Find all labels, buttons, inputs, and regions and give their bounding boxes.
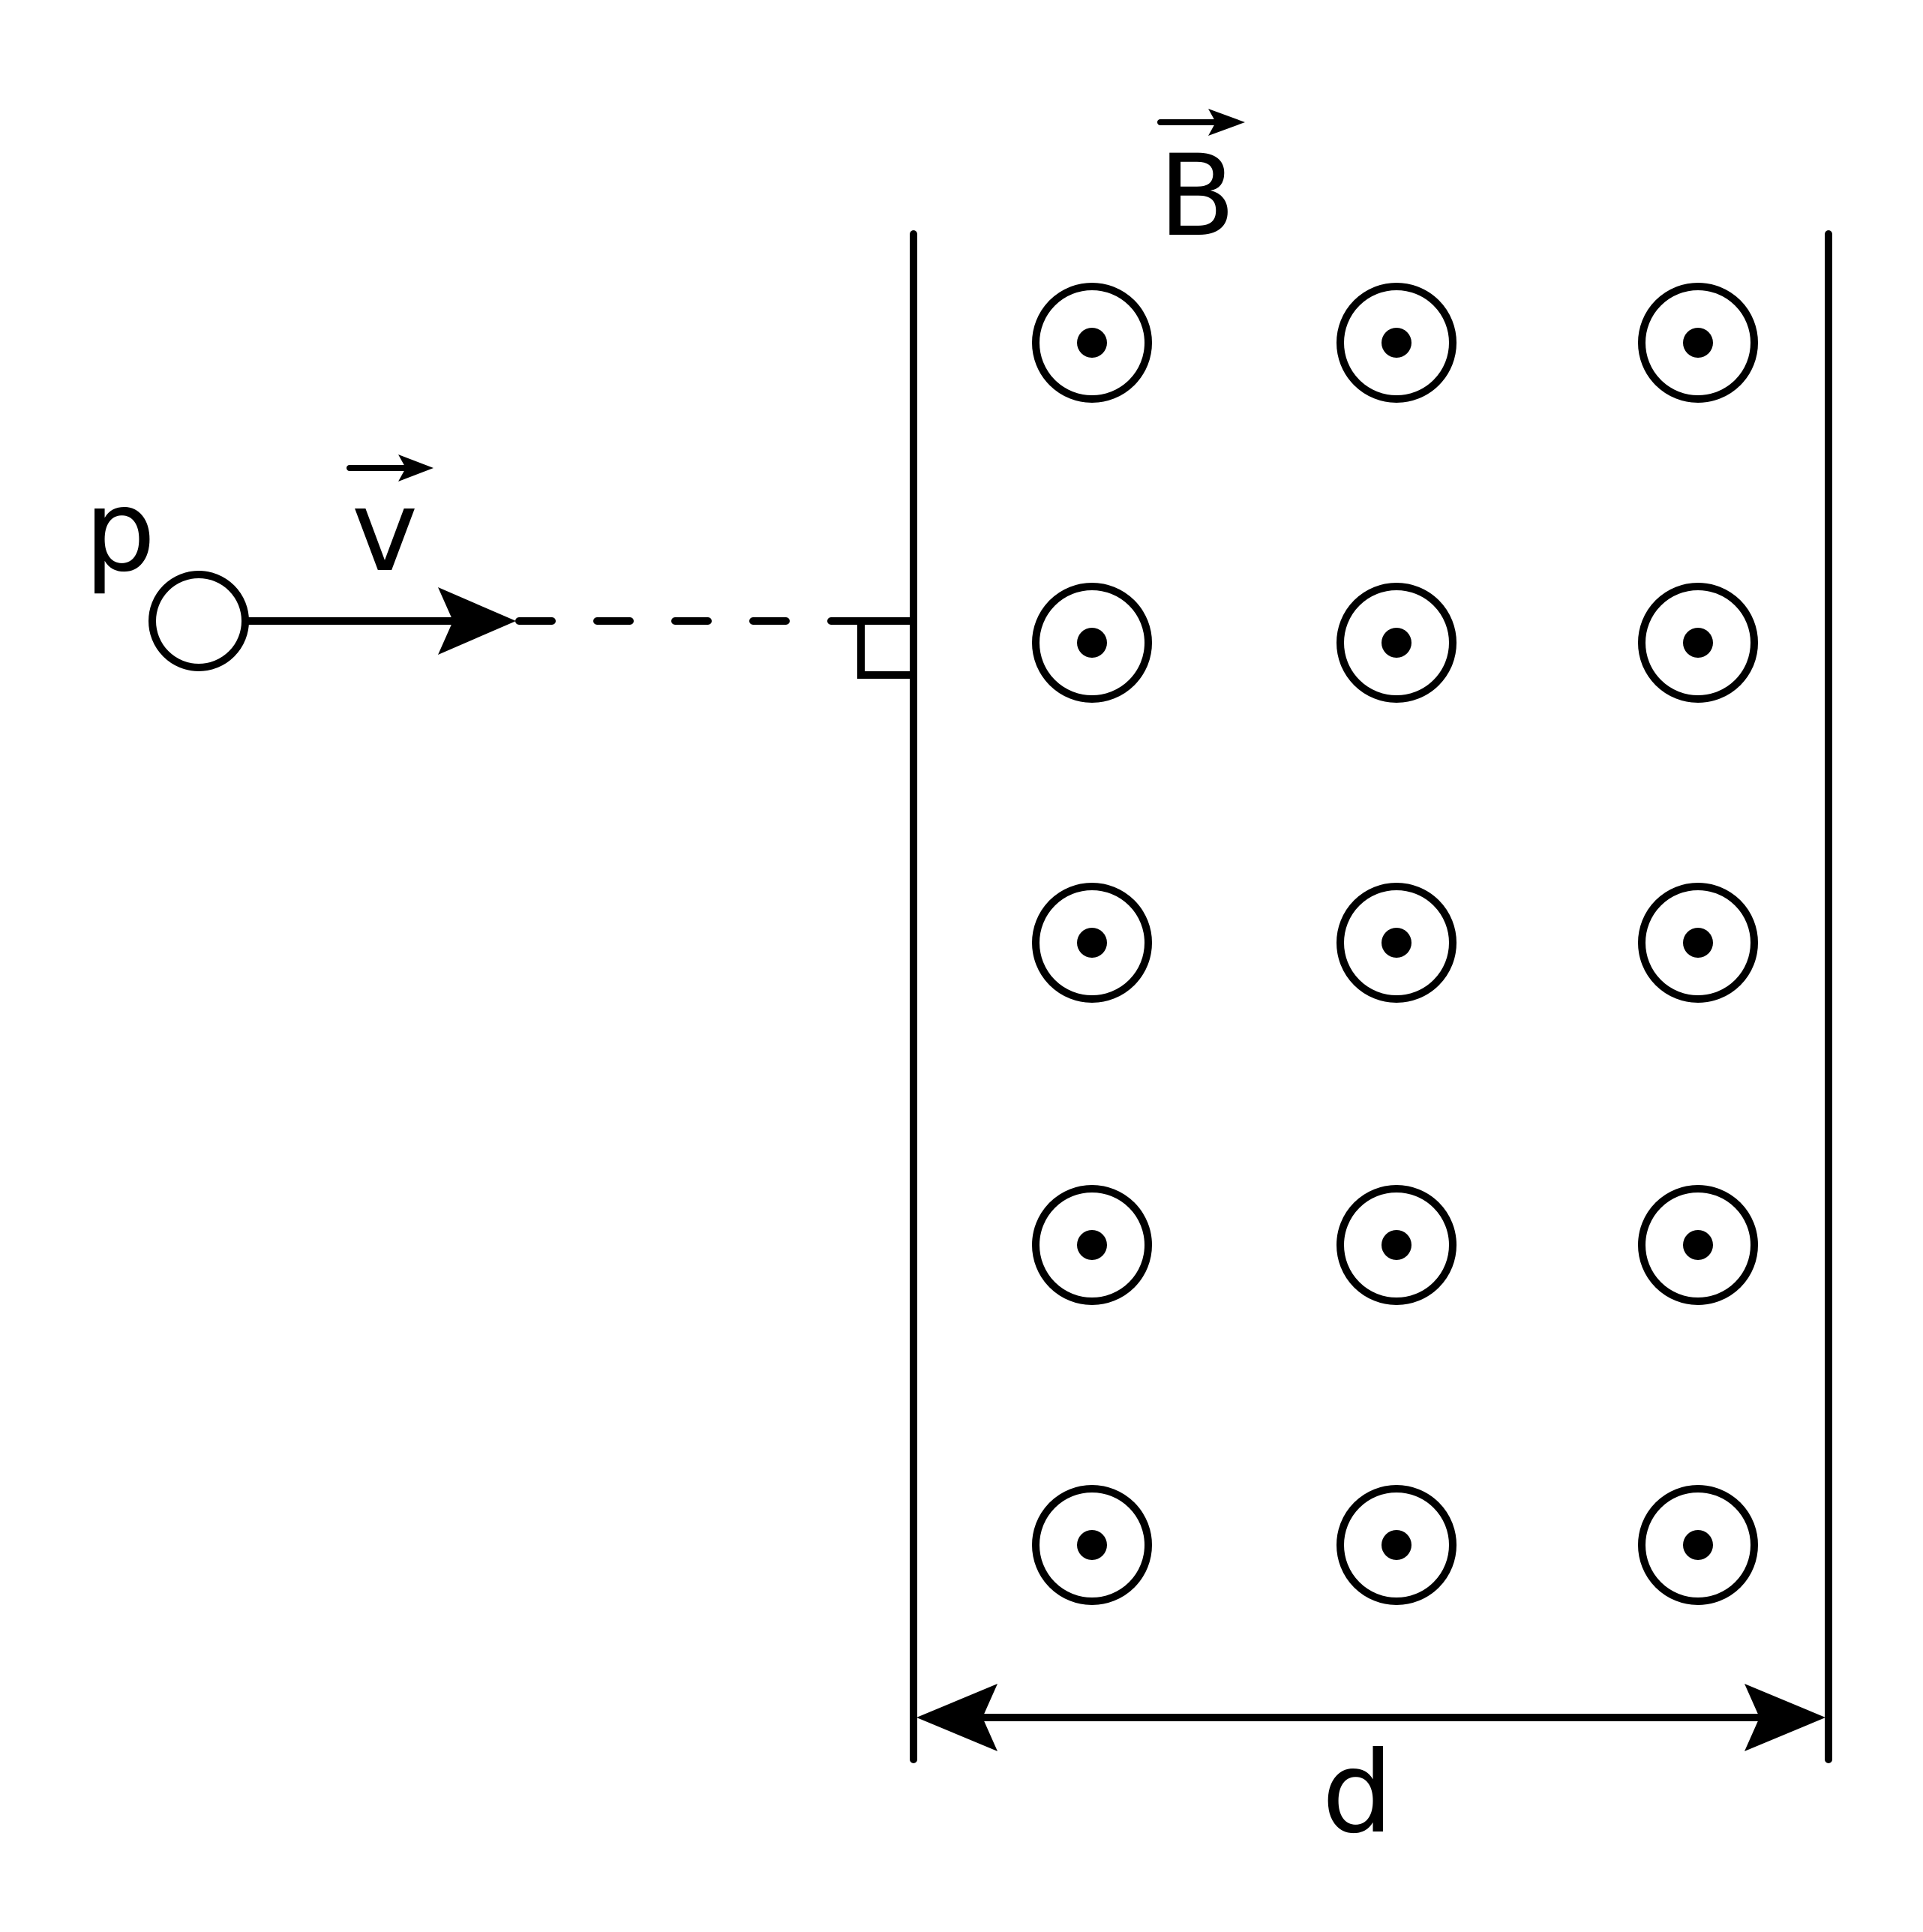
field-out-of-page-icon — [1032, 883, 1152, 1003]
field-out-of-page-icon — [1032, 1185, 1152, 1305]
field-out-of-page-icon — [1336, 1485, 1456, 1605]
velocity-vector-arrow-icon — [398, 454, 434, 482]
field-out-of-page-icon — [1032, 283, 1152, 403]
width-arrowhead-right-icon — [1744, 1684, 1826, 1751]
field-out-of-page-icon — [1032, 1485, 1152, 1605]
field-symbol-grid — [1032, 283, 1758, 1605]
field-out-of-page-icon — [1336, 583, 1456, 703]
field-out-of-page-icon — [1336, 1185, 1456, 1305]
right-angle-marker — [857, 617, 917, 679]
field-out-of-page-icon — [1032, 583, 1152, 703]
width-label: d — [1322, 1728, 1393, 1858]
width-arrowhead-left-icon — [916, 1684, 998, 1751]
particle — [148, 571, 249, 671]
field-out-of-page-icon — [1638, 1185, 1758, 1305]
field-out-of-page-icon — [1336, 283, 1456, 403]
field-out-of-page-icon — [1638, 1485, 1758, 1605]
field-out-of-page-icon — [1336, 883, 1456, 1003]
velocity-label: v — [352, 466, 418, 597]
field-out-of-page-icon — [1638, 583, 1758, 703]
field-vector-arrow-icon — [1208, 109, 1245, 136]
field-out-of-page-icon — [1638, 883, 1758, 1003]
field-label: B — [1159, 131, 1236, 262]
particle-label: p — [84, 466, 155, 597]
field-out-of-page-icon — [1638, 283, 1758, 403]
velocity-arrowhead-icon — [438, 587, 516, 655]
